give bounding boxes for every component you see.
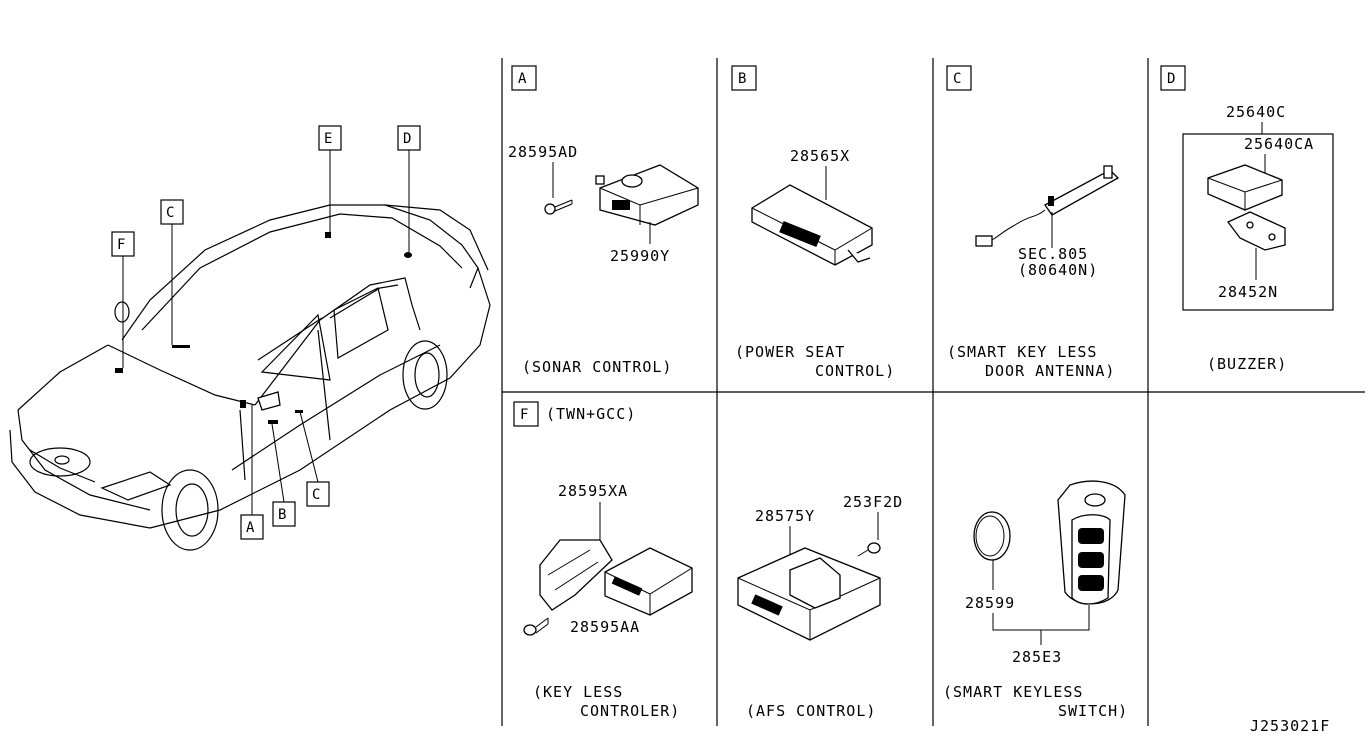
- svg-text:F: F: [117, 237, 125, 253]
- svg-text:C: C: [312, 487, 320, 503]
- panel-smart-keyless-switch: 28599 285E3 (SMART KEYLESS SWITCH): [943, 480, 1128, 720]
- svg-text:B: B: [278, 507, 286, 523]
- part-28565x: 28565X: [790, 147, 850, 165]
- panel-b-caption-1: (POWER SEAT: [735, 343, 845, 361]
- svg-text:A: A: [246, 520, 255, 536]
- sonar-control-unit-icon: [595, 164, 699, 226]
- panel-f-caption-1: (KEY LESS: [533, 683, 623, 701]
- part-28599: 28599: [965, 594, 1015, 612]
- callout-c-bottom: C: [306, 481, 330, 507]
- part-28575y: 28575Y: [755, 507, 815, 525]
- figure-id: J253021F: [1250, 717, 1330, 735]
- panel-f: F (TWN+GCC) 28595XA 28595AA (KEY LESS CO…: [513, 401, 693, 720]
- panel-f-caption-2: CONTROLER): [580, 702, 680, 720]
- screw-icon: [523, 617, 549, 636]
- panel-switch-caption-1: (SMART KEYLESS: [943, 683, 1083, 701]
- part-28595xa: 28595XA: [558, 482, 628, 500]
- panel-switch-caption-2: SWITCH): [1058, 702, 1128, 720]
- panel-b: B 28565X (POWER SEAT CONTROL): [731, 65, 895, 380]
- screw-icon: [544, 199, 573, 215]
- power-seat-control-unit-icon: [751, 184, 873, 266]
- panel-f-note: (TWN+GCC): [546, 405, 636, 423]
- panel-d: D 25640C 25640CA 28452N (BUZZER): [1160, 65, 1334, 373]
- callout-a: A: [240, 514, 264, 540]
- panel-afs-caption: (AFS CONTROL): [746, 702, 876, 720]
- keyless-controller-icon: [539, 539, 693, 616]
- bracket-icon: [1226, 211, 1286, 251]
- panel-c-letter: C: [953, 71, 961, 87]
- panel-f-letter: F: [520, 407, 528, 423]
- battery-icon: [973, 511, 1011, 561]
- panel-c-caption-1: (SMART KEY LESS: [947, 343, 1097, 361]
- screw-icon: [857, 542, 881, 557]
- part-25640c: 25640C: [1226, 103, 1286, 121]
- part-253f2d: 253F2D: [843, 493, 903, 511]
- panel-d-caption: (BUZZER): [1207, 355, 1287, 373]
- panel-b-letter: B: [738, 71, 746, 87]
- panel-a-letter-box: [511, 65, 537, 91]
- panel-a-letter: A: [518, 71, 527, 87]
- svg-text:D: D: [403, 131, 411, 147]
- part-25640ca: 25640CA: [1244, 135, 1314, 153]
- panel-grid: [501, 58, 1365, 726]
- part-28595ad: 28595AD: [508, 143, 578, 161]
- afs-control-unit-icon: [737, 547, 881, 641]
- panel-afs: 28575Y 253F2D (AFS CONTROL): [737, 493, 903, 720]
- callout-c-top: C: [160, 199, 184, 225]
- car-illustration: [9, 150, 491, 551]
- panel-c: C SEC.805 (80640N) (SMART KEY LESS DOOR …: [946, 65, 1120, 380]
- part-28452n: 28452N: [1218, 283, 1278, 301]
- callout-f: F: [111, 231, 135, 257]
- callout-e: E: [318, 125, 342, 151]
- part-80640n: (80640N): [1018, 261, 1098, 279]
- part-285e3: 285E3: [1012, 648, 1062, 666]
- part-sec-805: SEC.805: [1018, 245, 1088, 263]
- key-fob-icon: [1057, 480, 1126, 605]
- part-25990y: 25990Y: [610, 247, 670, 265]
- part-28595aa: 28595AA: [570, 618, 640, 636]
- panel-d-letter: D: [1167, 71, 1175, 87]
- callout-d: D: [397, 125, 421, 151]
- svg-text:C: C: [166, 205, 174, 221]
- callout-b: B: [272, 501, 296, 527]
- panel-b-caption-2: CONTROL): [815, 362, 895, 380]
- panel-a-caption: (SONAR CONTROL): [522, 358, 672, 376]
- svg-text:E: E: [324, 131, 332, 147]
- panel-a: A 28595AD 25990Y (SONAR CONTROL): [508, 65, 699, 376]
- door-antenna-icon: [975, 165, 1120, 247]
- panel-c-caption-2: DOOR ANTENNA): [985, 362, 1115, 380]
- buzzer-unit-icon: [1207, 164, 1283, 211]
